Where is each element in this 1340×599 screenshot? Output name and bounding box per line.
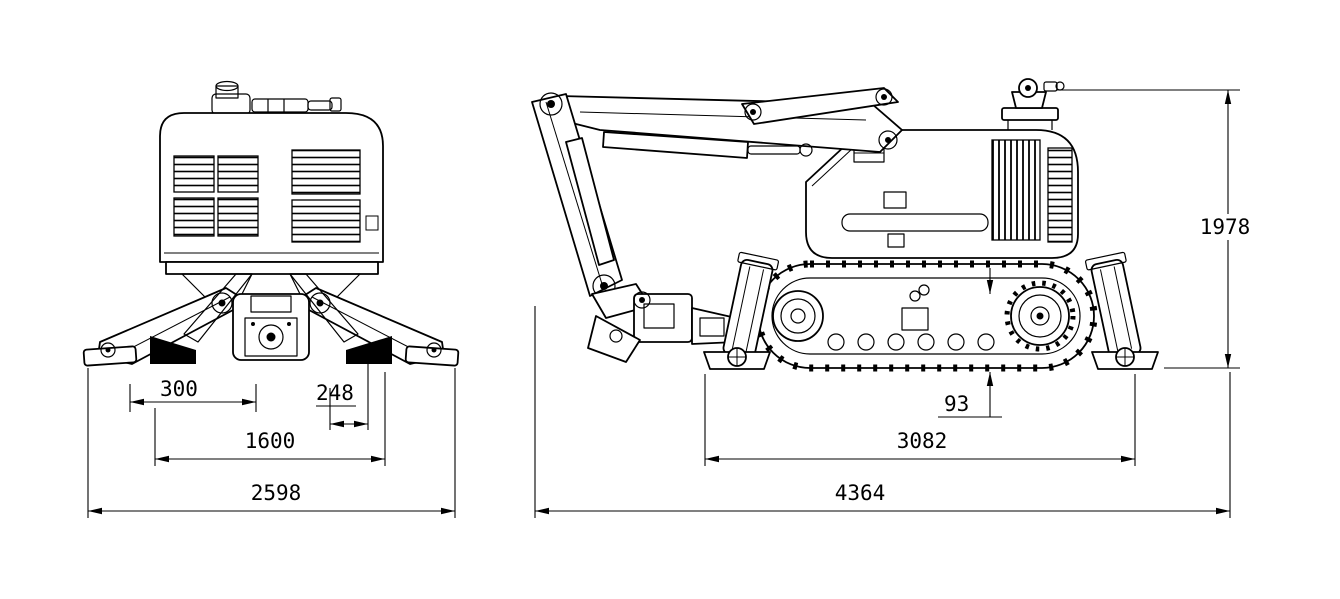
dimension-label-4364: 4364	[835, 481, 886, 505]
tool-attachment	[587, 283, 737, 363]
outrigger-front	[703, 251, 779, 370]
dimension-label-93: 93	[944, 392, 969, 416]
body-housing	[805, 129, 1079, 259]
foot-pad-left	[82, 342, 138, 367]
road-wheels	[827, 284, 995, 351]
support-pads	[150, 273, 392, 364]
arm-pivots	[211, 292, 331, 314]
dimension-label-3082: 3082	[897, 429, 948, 453]
dimension-4364: 4364	[534, 306, 1231, 518]
dimension-3082: 3082	[704, 374, 1136, 466]
dimension-1600: 1600	[154, 372, 386, 466]
dimension-2598: 2598	[87, 368, 456, 518]
vent-grilles	[173, 149, 379, 243]
dimension-label-1600: 1600	[245, 429, 296, 453]
exhaust-assembly	[211, 80, 342, 115]
dimension-93: 93	[938, 268, 1002, 418]
dimensions-front: 300 248 1600 2598	[87, 364, 456, 518]
dimension-300: 300	[129, 377, 257, 412]
dimension-label-300: 300	[160, 377, 198, 401]
beacon-assembly	[1001, 78, 1065, 130]
outrigger-rear	[1085, 251, 1159, 370]
chassis-base	[165, 261, 379, 299]
dimension-label-2598: 2598	[251, 481, 302, 505]
dimension-label-1978: 1978	[1200, 215, 1251, 239]
dimension-1978: 1978	[1056, 89, 1256, 369]
dimension-248: 248	[316, 364, 369, 430]
boom-arm-assembly	[531, 87, 903, 298]
dimension-label-248: 248	[316, 381, 354, 405]
sprocket-wheel	[1004, 280, 1076, 352]
side-view	[531, 78, 1159, 372]
dimensions-side: 93 3082 4364 1978	[534, 89, 1256, 518]
front-view	[82, 80, 460, 367]
idler-wheel	[772, 290, 824, 342]
track-undercarriage	[754, 260, 1098, 372]
center-gearbox	[232, 293, 310, 361]
foot-pad-right	[404, 342, 460, 367]
